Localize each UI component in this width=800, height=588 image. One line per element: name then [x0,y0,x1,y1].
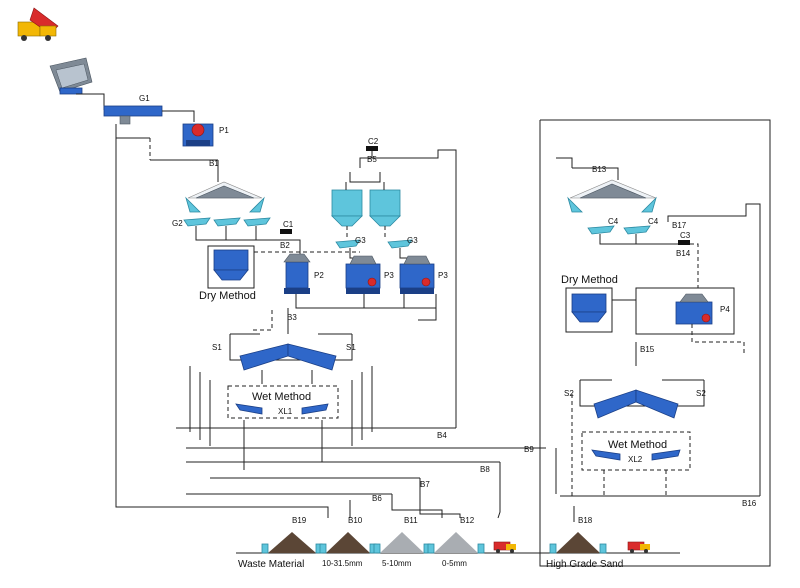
output-pile-5-10-icon [373,532,431,554]
label-s1a: S1 [212,343,222,352]
vsi-crusher-p3a-icon [345,255,381,294]
belt-c2-icon [366,146,378,151]
label-g3b: G3 [407,236,418,245]
output-pile-waste-icon [261,532,323,554]
vibrating-feeder-g1-icon [103,105,163,125]
crusher-box-p4 [635,287,735,335]
vibrating-screen-s2-icon [593,389,679,419]
label-b17: B17 [672,221,687,230]
cone-crusher-p2-icon [283,253,311,294]
output-label-5-10: 5-10mm [382,559,412,568]
vibrating-screen-s1-icon [239,343,337,371]
label-b13: B13 [592,165,607,174]
label-b16: B16 [742,499,757,508]
label-b15: B15 [640,345,655,354]
label-p3b: P3 [438,271,448,280]
output-label-waste: Waste Material [238,559,304,570]
label-b4: B4 [437,431,447,440]
dry-method-box-left [207,245,255,289]
label-s1b: S1 [346,343,356,352]
dust-silo-right-icon [369,189,401,227]
label-s2a: S2 [564,389,574,398]
label-c4b: C4 [648,217,659,226]
label-g3a: G3 [355,236,366,245]
belt-c3-icon [678,240,690,245]
label-b1: B1 [209,159,219,168]
label-c2: C2 [368,137,379,146]
output-pile-high-grade-icon [549,532,607,554]
label-b8: B8 [480,465,490,474]
label-b14: B14 [676,249,691,258]
belt-c1-icon [280,229,292,234]
baghouse-filter-left-icon [213,249,249,281]
label-xl2: XL2 [628,455,643,464]
dry-method-label-left: Dry Method [199,290,256,302]
label-b18: B18 [578,516,593,525]
wet-method-label-right: Wet Method [608,439,667,451]
output-truck-left-icon [493,541,516,553]
jaw-crusher-p1-icon [182,123,214,147]
label-b5: B5 [367,155,377,164]
vibrating-feeder-g3-icon [335,239,413,249]
label-b12: B12 [460,516,475,525]
label-g2: G2 [172,219,183,228]
label-xl1: XL1 [278,407,293,416]
vibrating-feeder-g2-icon [183,217,271,227]
label-c3: C3 [680,231,691,240]
vibrating-feeder-c4-icon [587,225,651,235]
wet-method-label-left: Wet Method [252,391,311,403]
feed-hopper-icon [49,57,93,95]
wet-method-box-left [227,385,339,419]
label-p1: P1 [219,126,229,135]
label-b9: B9 [524,445,534,454]
label-p2: P2 [314,271,324,280]
sand-washer-xl1-icon [235,403,329,415]
label-b6: B6 [372,494,382,503]
wet-method-box-right [581,431,691,471]
vsi-crusher-p3b-icon [399,255,435,294]
label-b10: B10 [348,516,363,525]
sand-washer-xl2-icon [591,449,681,461]
output-label-high-grade: High Grade Sand [546,559,623,570]
dry-method-label-right: Dry Method [561,274,618,286]
label-p4: P4 [720,305,730,314]
label-b11: B11 [404,516,418,525]
label-b19: B19 [292,516,307,525]
label-p3: P3 [384,271,394,280]
stockpile-shed-right-icon [567,179,657,213]
output-pile-10-31-icon [319,532,377,554]
output-truck-right-icon [627,541,650,553]
output-label-0-5: 0-5mm [442,559,467,568]
label-c4a: C4 [608,217,619,226]
label-c1: C1 [283,220,294,229]
baghouse-filter-right-icon [571,293,607,323]
dry-method-box-right [565,287,613,333]
label-s2b: S2 [696,389,706,398]
vsi-crusher-p4-icon [675,293,713,325]
dump-truck-icon [17,7,59,41]
dust-silo-left-icon [331,189,363,227]
label-b7: B7 [420,480,430,489]
label-b2: B2 [280,241,290,250]
output-pile-0-5-icon [427,532,485,554]
output-label-10-31: 10-31.5mm [322,559,363,568]
stockpile-shed-left-icon [185,181,265,213]
label-g1: G1 [139,94,150,103]
label-b3: B3 [287,313,297,322]
